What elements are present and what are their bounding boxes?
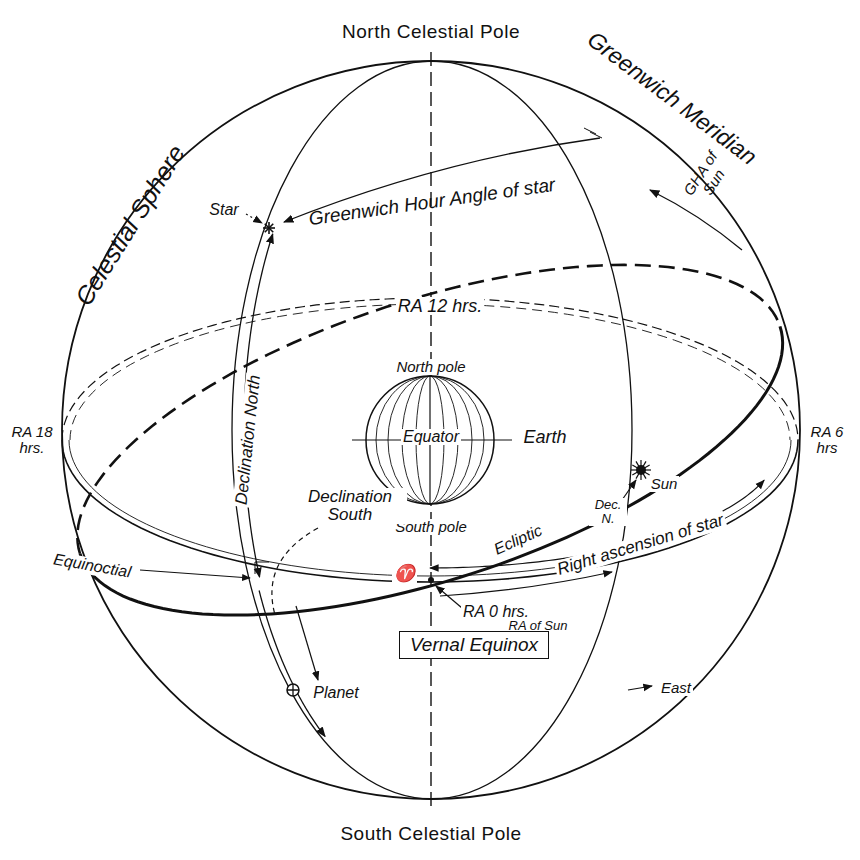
celestial-sphere-outline [62,61,800,799]
diagram-label: Planet [311,685,360,702]
diagram-label: North pole [394,359,467,375]
diagram-label: Equator [401,429,461,446]
diagram-label: Greenwich Hour Angle of star [300,174,564,230]
diagram-label: RA 12 hrs. [396,297,484,316]
diagram-label: Declination North [232,372,264,508]
equinoctial-leader [140,570,250,578]
dec-n-arrow [622,480,636,500]
label-box: Vernal Equinox [399,631,549,659]
box-text: Vernal Equinox [410,634,538,656]
declination-south-arrow [259,591,325,737]
east-arrow [628,686,652,690]
right-angle-mark [255,562,269,574]
vernal-equinox-point [428,577,434,583]
declination-south-arrow-tip [296,606,318,680]
diagram-label: Earth [521,428,568,447]
diagram-label: Celestial Sphere [69,139,191,312]
earth-meridian [388,376,472,504]
diagram-label: Dec. N. [589,498,627,525]
star-symbol [263,222,275,234]
diagram-label: Sun [649,476,680,492]
diagram-label: Greenwich Meridian [581,26,762,171]
diagram-label: North Celestial Pole [340,22,522,42]
diagram-label: Ecliptic [490,521,547,559]
ra-zero-arrow [436,586,462,608]
ecliptic-front [80,326,783,615]
diagram-label: Star [207,202,240,219]
diagram-label: Right ascension of star [553,511,727,580]
ecliptic-back [77,265,780,554]
diagram-label: RA 0 hrs. [461,604,531,621]
diagram-label: South Celestial Pole [338,824,523,844]
diagram-label: RA 18 hrs. [6,424,58,456]
star-leader [246,214,262,223]
diagram-label: GHA of Sun [676,143,737,214]
hour-circle [232,61,632,799]
diagram-label: ♈ [392,565,417,583]
diagram-label: Declination South [293,488,407,524]
planet-symbol [287,684,299,696]
gha-sun-arrow [650,190,742,250]
ra-sun-arrow [440,572,612,596]
declination-south-leader [272,528,318,615]
diagram-label: RA 6 hrs [803,424,851,456]
diagram-label: East [659,680,693,696]
arrow-feather [584,128,602,138]
